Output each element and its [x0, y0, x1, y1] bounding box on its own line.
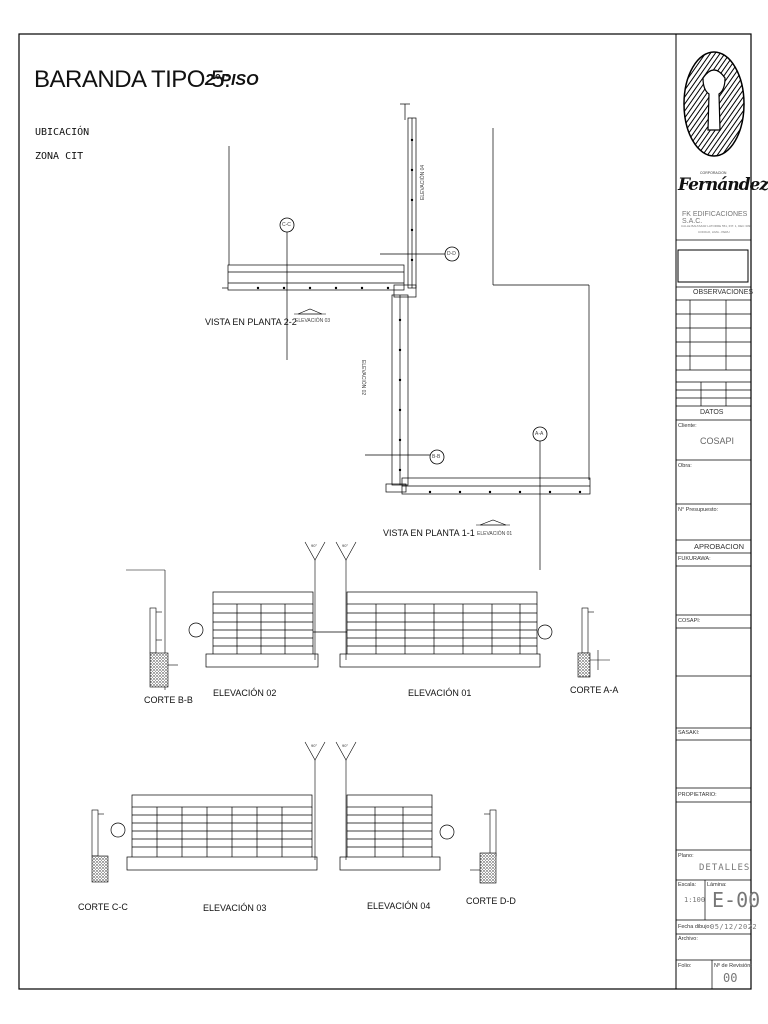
elevation-01-title: ELEVACIÓN 01 — [408, 688, 472, 698]
elevation-01-drawing — [313, 591, 541, 668]
folio-label: Folio: — [678, 963, 692, 969]
obra-label: Obra: — [678, 463, 692, 469]
datos-header: DATOS — [700, 409, 724, 416]
brand-wordmark: Fernández — [678, 175, 768, 195]
plan-section-bubbles — [279, 217, 548, 465]
elevation-02-vertical-label: ELEVACIÓN 02 — [360, 360, 366, 396]
svg-text:90°: 90° — [342, 543, 348, 548]
svg-text:90°: 90° — [342, 743, 348, 748]
revision-label: Nº de Revisión: — [714, 963, 752, 969]
company-address-1: CALLE BALTAZAR LATORRE 551, INT. 1, DEC … — [681, 224, 751, 228]
elevation-04-title: ELEVACIÓN 04 — [367, 901, 431, 911]
elevation-04-vertical-label: ELEVACIÓN 04 — [420, 164, 426, 200]
plan-views — [222, 103, 591, 570]
observaciones-header: OBSERVACIONES — [693, 289, 754, 296]
company-address-2: CODIGO, LIMA - PERU — [698, 230, 730, 234]
plano-label: Plano: — [678, 853, 694, 859]
cliente-label: Cliente: — [678, 423, 697, 429]
corte-dd-drawing — [470, 809, 497, 884]
cliente-value: COSAPI — [700, 436, 735, 446]
fukurawa-label: FUKURAWA: — [678, 556, 711, 562]
cosapi-approval-label: COSAPI: — [678, 618, 701, 624]
company-name: FK EDIFICACIONES S.A.C. — [682, 211, 748, 225]
plan-post-marks — [256, 138, 582, 494]
title-block — [676, 239, 751, 989]
sheet-title: BARANDA TIPO 5: — [34, 66, 231, 93]
row2-bubbles — [110, 822, 455, 840]
company-logo — [683, 51, 745, 157]
archivo-label: Archivo: — [678, 936, 698, 942]
fecha-value: 05/12/2022 — [710, 923, 758, 931]
corte-dd-title: CORTE D-D — [466, 896, 516, 906]
svg-text:90°: 90° — [311, 743, 317, 748]
aprobacion-header: APROBACION — [694, 542, 745, 551]
elevation-02-title: ELEVACIÓN 02 — [213, 688, 277, 698]
escala-value: 1:100 — [684, 896, 706, 904]
lamina-value: E-00 — [712, 888, 761, 912]
elevation-tags — [294, 308, 510, 526]
plano-value: DETALLES — [699, 863, 751, 873]
floor-label: 2°PISO — [205, 72, 259, 89]
revision-value: 00 — [723, 971, 738, 985]
propietario-label: PROPIETARIO: — [678, 792, 717, 798]
angle-markers — [304, 541, 357, 860]
elevation-04-drawing — [339, 794, 441, 871]
presupuesto-label: N° Presupuesto: — [678, 507, 719, 513]
elevation-03-drawing — [126, 794, 318, 871]
sheet-border — [18, 33, 752, 990]
corte-cc-title: CORTE C-C — [78, 902, 128, 912]
lamina-label: Lámina: — [707, 882, 727, 888]
corte-bb-title: CORTE B-B — [144, 695, 193, 705]
plan-2-2-label: VISTA EN PLANTA 2-2 — [205, 317, 297, 327]
elevation-01-tag: ELEVACIÓN 01 — [477, 531, 513, 537]
corporation-small: CORPORACION — [700, 171, 727, 175]
svg-text:90°: 90° — [311, 543, 317, 548]
location-label: UBICACIÓN — [35, 127, 90, 138]
zone-label: ZONA CIT — [35, 151, 84, 162]
corte-bb-drawing — [126, 569, 178, 690]
sasaki-label: SASAKI: — [678, 730, 700, 736]
escala-label: Escala: — [678, 882, 697, 888]
section-marker-dd: D-D — [447, 251, 456, 257]
corte-cc-drawing — [91, 809, 109, 883]
corte-aa-drawing — [577, 607, 610, 678]
plan-1-1-label: VISTA EN PLANTA 1-1 — [383, 528, 475, 538]
section-marker-bb: B-B — [432, 454, 441, 460]
corte-aa-title: CORTE A-A — [570, 685, 619, 695]
elevation-03-title: ELEVACIÓN 03 — [203, 903, 267, 913]
elevation-02-drawing — [205, 591, 319, 668]
fecha-label: Fecha dibujo: — [678, 924, 712, 930]
section-marker-cc: C-C — [282, 222, 291, 228]
row1-bubbles — [188, 622, 553, 640]
elevation-03-tag: ELEVACIÓN 03 — [295, 318, 331, 324]
section-marker-aa: A-A — [535, 431, 544, 437]
